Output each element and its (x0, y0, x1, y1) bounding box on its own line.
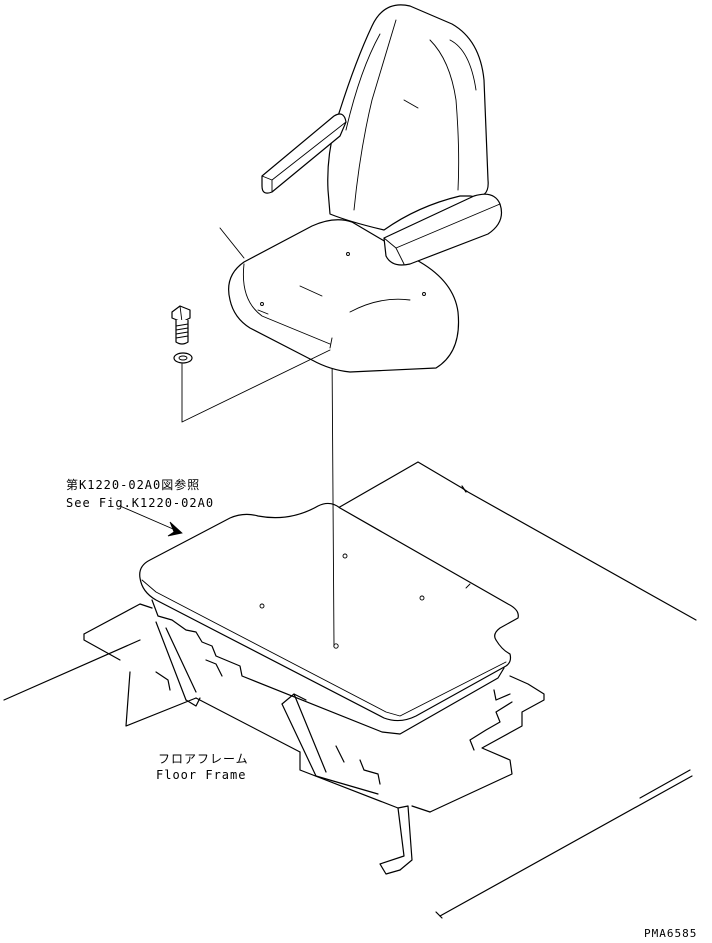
floor-plate (3, 461, 697, 919)
floor-frame (83, 603, 545, 875)
mounting-bolt (171, 305, 191, 345)
mounting-centerline (331, 349, 335, 647)
fastener-leader-line (181, 349, 331, 423)
reference-arrow (119, 505, 183, 537)
drawing-code: PMA6585 (644, 927, 698, 940)
floor-frame-label-jp: フロアフレーム (158, 752, 249, 766)
reference-note-en: See Fig.K1220-02A0 (66, 496, 215, 510)
washer (173, 352, 193, 364)
reference-note-jp: 第K1220-02A0図参照 (66, 478, 201, 492)
seat-base-plate (139, 502, 519, 735)
floor-frame-label-en: Floor Frame (156, 768, 247, 782)
operator-seat (219, 4, 503, 373)
